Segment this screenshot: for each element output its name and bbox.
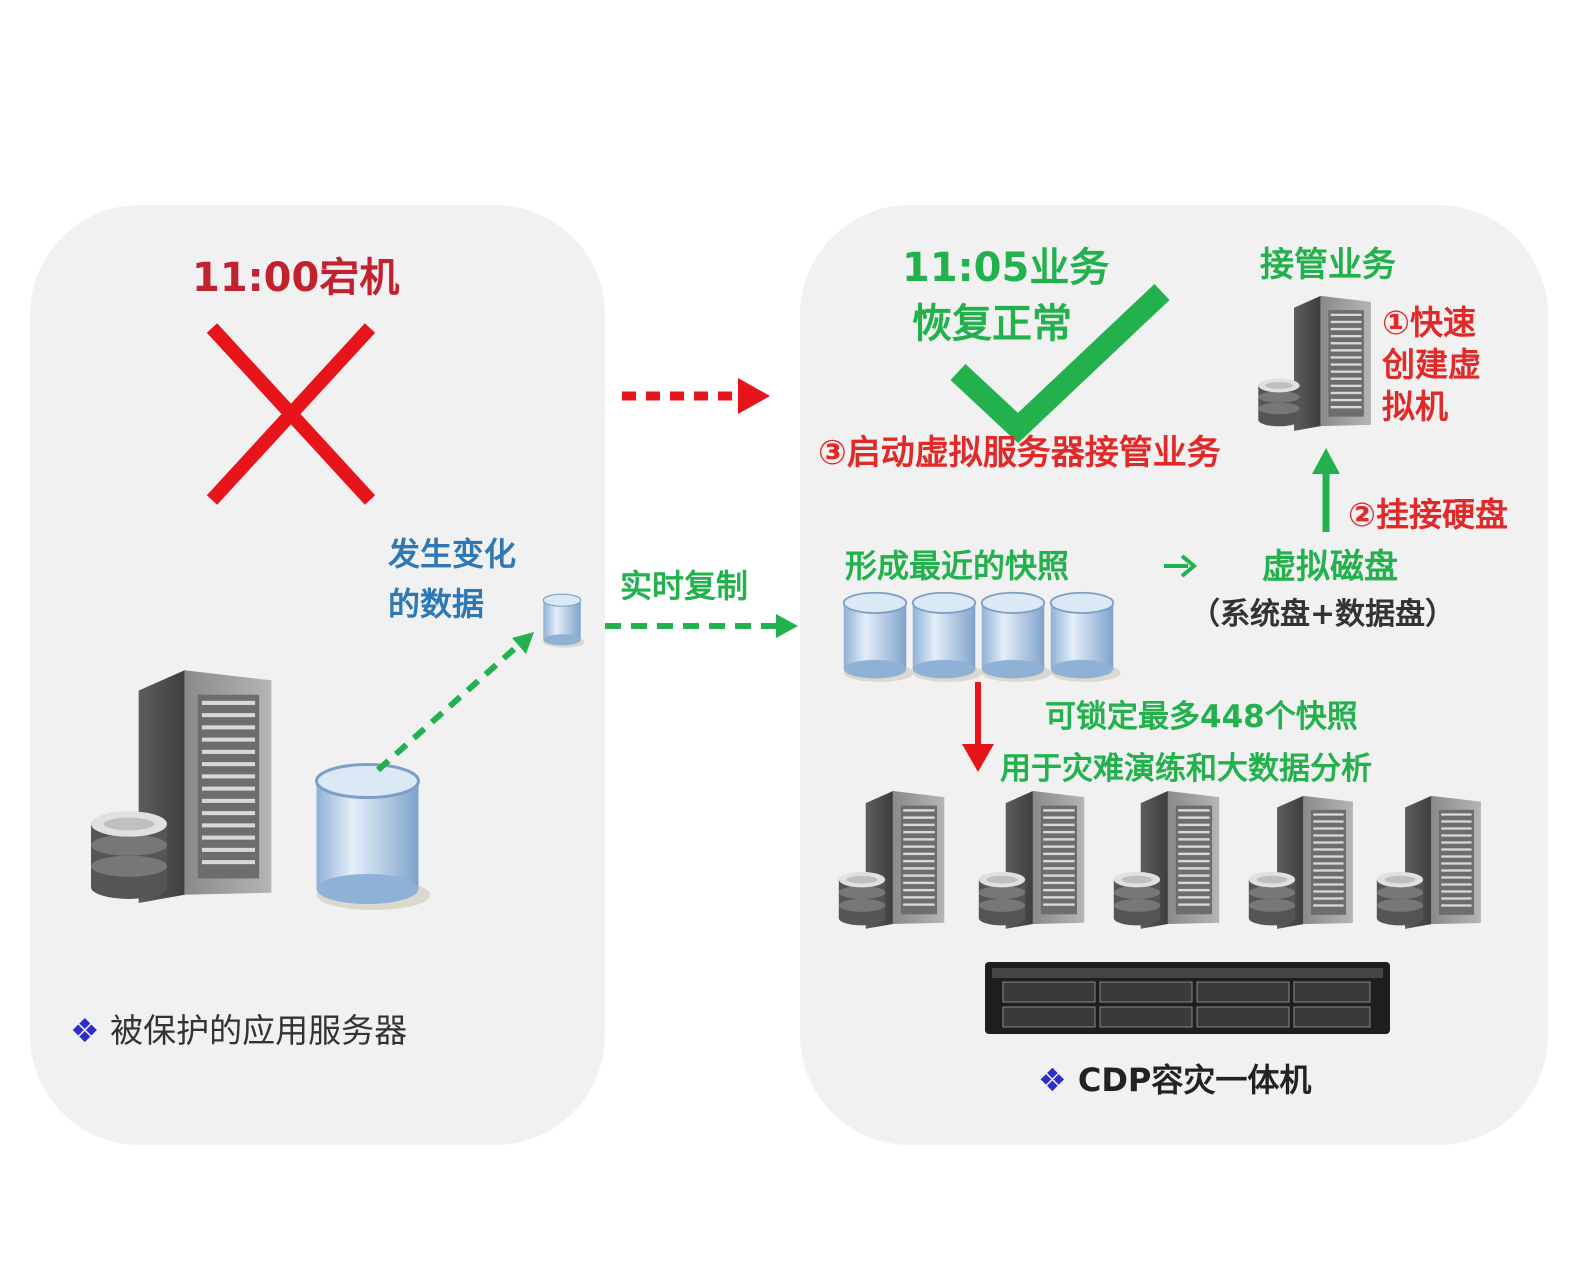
bullet-icon: ❖ [70,1011,100,1050]
database-icon [314,762,433,910]
step2-label: ②挂接硬盘 [1348,495,1508,534]
takeover-title: 接管业务 [1260,245,1396,285]
changed-data-label-line2: 的数据 [388,585,485,623]
failover-arrow-icon [622,378,770,414]
step1-line2: 创建虚 [1382,345,1481,384]
changed-data-icon [542,593,584,648]
success-check-icon [950,284,1170,444]
mount-disk-arrow-icon [1312,448,1340,532]
upload-arrow-icon [376,632,534,773]
lock-snapshot-label: 可锁定最多448个快照 [1045,699,1358,735]
recovery-label-line1: 11:05业务 [902,245,1110,291]
failure-x-icon [206,323,376,505]
cdp-appliance-caption-text: CDP容灾一体机 [1077,1061,1312,1099]
drill-servers-icon [838,791,1481,929]
takeover-server-icon [1294,295,1371,431]
to-virtual-disk-arrow-icon [1164,554,1198,578]
step1-line3: 拟机 [1382,387,1448,426]
step3-label: ③启动虚拟服务器接管业务 [818,433,1221,473]
failure-time-label: 11:00宕机 [192,255,400,301]
protected-server-caption: ❖ 被保护的应用服务器 [70,1014,407,1047]
recovery-label-line2: 恢复正常 [912,301,1072,347]
snapshot-disks-icon [842,591,1121,682]
snapshot-label: 形成最近的快照 [845,547,1070,585]
changed-data-label-line1: 发生变化 [388,535,517,573]
lock-snapshot-arrow-icon [962,682,994,772]
replication-label: 实时复制 [620,567,749,605]
takeover-disk-icon [1258,378,1300,427]
protected-server-panel [30,205,605,1145]
cdp-appliance-caption: ❖ CDP容灾一体机 [1038,1064,1311,1096]
step1-line1: ①快速 [1382,303,1476,342]
bullet-icon: ❖ [1038,1061,1067,1099]
replication-arrow-icon [605,614,798,638]
drill-analysis-label: 用于灾难演练和大数据分析 [1000,751,1372,787]
protected-server-caption-text: 被保护的应用服务器 [110,1011,408,1050]
virtual-disk-label: 虚拟磁盘 [1262,547,1398,587]
disk-stack-icon [91,811,167,899]
cdp-appliance-icon [985,962,1390,1034]
virtual-disk-detail: （系统盘+数据盘） [1190,597,1456,632]
